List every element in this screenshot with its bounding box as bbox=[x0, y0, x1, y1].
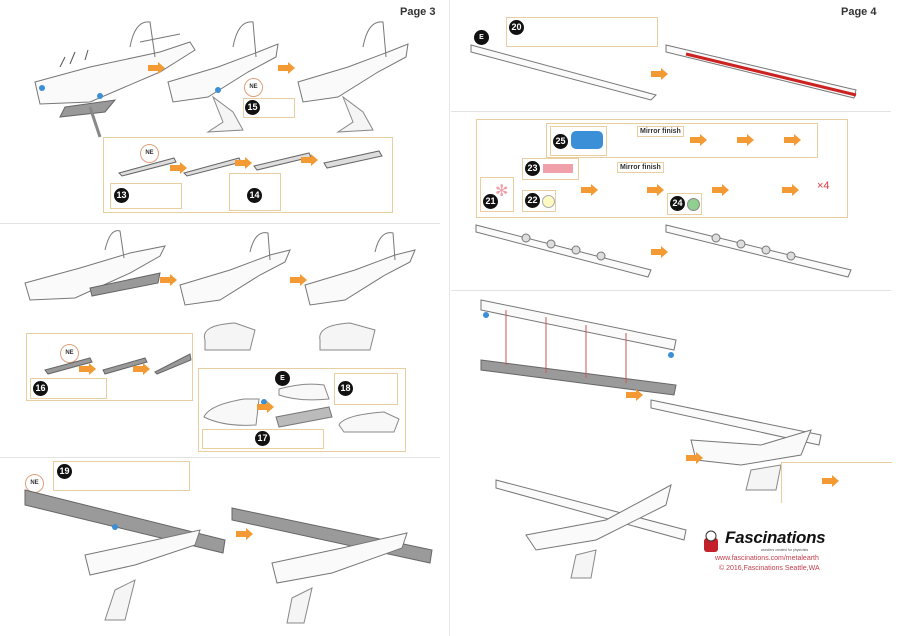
engine-assembly-box: 25 Mirror finish 23 Mirror finish 21 ✻ 2… bbox=[476, 119, 848, 218]
final-assembly-step-1-illustration bbox=[480, 299, 677, 396]
finished-model-illustration bbox=[495, 479, 687, 579]
section-divider bbox=[0, 223, 440, 224]
part-24-inset: 24 bbox=[667, 193, 702, 215]
part-22-inset: 22 bbox=[522, 190, 556, 212]
e-tag: E bbox=[275, 371, 290, 386]
part-18-inset: 18 bbox=[334, 373, 398, 405]
page-number: Page 3 bbox=[400, 6, 436, 18]
upper-wing-illustration bbox=[470, 44, 657, 101]
part-21-inset: 21 ✻ bbox=[480, 177, 514, 212]
page-number: Page 4 bbox=[841, 6, 877, 18]
upper-wing-finished-illustration bbox=[665, 44, 857, 99]
brand-copyright: © 2016,Fascinations Seattle,WA bbox=[719, 565, 820, 572]
section-divider bbox=[451, 111, 891, 112]
e-tag: E bbox=[474, 30, 489, 45]
detail-inset-box bbox=[781, 462, 892, 503]
part-24-shape bbox=[687, 198, 700, 211]
part-16-detail-box: NE 16 bbox=[26, 333, 193, 401]
brand-name: Fascinations bbox=[725, 528, 826, 547]
brand-tagline: wonders created for physicists bbox=[761, 548, 809, 552]
part-number-21: 21 bbox=[483, 194, 498, 209]
float-beam-illustration bbox=[44, 353, 192, 375]
part-number-14: 14 bbox=[247, 188, 262, 203]
brand-url: www.fascinations.com/metalearth bbox=[715, 555, 819, 562]
section-divider bbox=[0, 457, 440, 458]
plane-step-1c-illustration bbox=[297, 21, 409, 133]
part-15-inset: 15 bbox=[243, 98, 295, 118]
section-divider bbox=[451, 290, 891, 291]
part-number-17: 17 bbox=[255, 431, 270, 446]
mirror-finish-note: Mirror finish bbox=[617, 162, 664, 173]
part-21-propeller-shape: ✻ bbox=[495, 183, 509, 200]
base-assembly-illustration bbox=[203, 383, 400, 433]
part-23-inset: 23 bbox=[522, 158, 579, 180]
part-number-22: 22 bbox=[525, 193, 540, 208]
parts-17-18-detail-box: E 18 17 bbox=[198, 368, 406, 452]
ne-tag: NE bbox=[140, 144, 159, 163]
part-number-19: 19 bbox=[57, 464, 72, 479]
wing-with-engines-finished-illustration bbox=[665, 224, 852, 278]
wing-with-engines-illustration bbox=[475, 224, 652, 278]
mascot-icon bbox=[704, 530, 718, 552]
part-number-18: 18 bbox=[338, 381, 353, 396]
part-20-inset: 20 bbox=[506, 17, 658, 47]
page-divider bbox=[449, 0, 450, 636]
plane-step-3a-illustration bbox=[24, 489, 226, 621]
part-number-13: 13 bbox=[114, 188, 129, 203]
part-number-24: 24 bbox=[670, 196, 685, 211]
plane-step-1a-illustration bbox=[34, 21, 196, 138]
part-number-20: 20 bbox=[509, 20, 524, 35]
part-number-25: 25 bbox=[553, 134, 568, 149]
part-19-inset: 19 bbox=[53, 461, 190, 491]
plane-step-3b-illustration bbox=[231, 507, 433, 624]
mirror-finish-note: Mirror finish bbox=[637, 126, 684, 137]
final-assembly-step-2-illustration bbox=[650, 399, 822, 491]
quantity-multiplier: ×4 bbox=[817, 180, 830, 192]
part-25-shape bbox=[571, 131, 603, 149]
wing-float-illustration bbox=[118, 150, 383, 177]
plane-step-2a-illustration bbox=[24, 230, 166, 301]
plane-step-2b-illustration bbox=[179, 232, 291, 351]
plane-step-1b-illustration bbox=[167, 21, 279, 133]
part-16-inset: 16 bbox=[30, 378, 107, 399]
part-14-inset: 14 bbox=[229, 173, 281, 211]
part-25-inset: 25 bbox=[550, 126, 607, 156]
ne-tag: NE bbox=[60, 344, 79, 363]
part-22-shape bbox=[542, 195, 555, 208]
page-3: Page 3 NE 15 NE bbox=[0, 0, 449, 636]
parts-13-14-detail-box: NE 13 14 bbox=[103, 137, 393, 213]
part-13-inset: 13 bbox=[110, 183, 182, 209]
part-number-23: 23 bbox=[525, 161, 540, 176]
part-number-15: 15 bbox=[245, 100, 260, 115]
ne-tag: NE bbox=[244, 78, 263, 97]
part-25-steps-box: 25 Mirror finish bbox=[546, 123, 818, 158]
part-number-16: 16 bbox=[33, 381, 48, 396]
plane-step-2c-illustration bbox=[304, 232, 416, 351]
part-17-inset: 17 bbox=[202, 429, 324, 449]
part-23-shape bbox=[543, 164, 573, 173]
page-4: Page 4 20 E 25 Mirror finish 23 Mirror f… bbox=[451, 0, 900, 636]
